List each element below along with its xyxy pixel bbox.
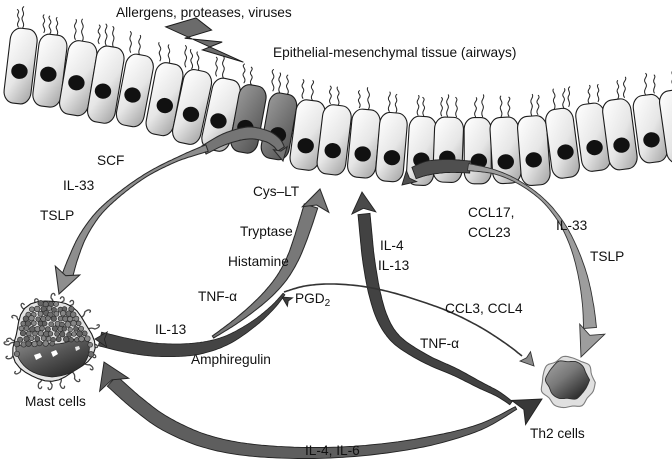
svg-text:Allergens, proteases, viruses: Allergens, proteases, viruses [116,5,292,20]
svg-text:Tryptase: Tryptase [240,224,293,239]
svg-text:IL-33: IL-33 [63,178,95,193]
svg-text:TNF-α: TNF-α [198,289,237,304]
svg-text:IL-4: IL-4 [380,238,404,253]
svg-text:Epithelial-mesenchymal tissue: Epithelial-mesenchymal tissue (airways) [273,45,516,60]
svg-text:PGD2: PGD2 [295,291,331,309]
svg-text:Amphiregulin: Amphiregulin [191,352,271,367]
svg-text:TSLP: TSLP [590,249,624,264]
svg-text:SCF: SCF [97,153,124,168]
svg-text:IL-13: IL-13 [155,322,187,337]
svg-text:TSLP: TSLP [40,208,74,223]
svg-text:Th2 cells: Th2 cells [530,426,585,441]
svg-text:Mast cells: Mast cells [25,394,86,409]
svg-text:Histamine: Histamine [228,254,289,269]
svg-text:CCL17,: CCL17, [468,205,514,220]
svg-text:Cys–LT: Cys–LT [253,184,300,199]
svg-text:IL-13: IL-13 [378,258,410,273]
svg-text:CCL3, CCL4: CCL3, CCL4 [445,301,523,316]
svg-text:IL-33: IL-33 [556,218,588,233]
svg-text:TNF-α: TNF-α [420,336,459,351]
svg-text:CCL23: CCL23 [468,225,511,240]
svg-text:IL-4, IL-6: IL-4, IL-6 [305,443,360,458]
